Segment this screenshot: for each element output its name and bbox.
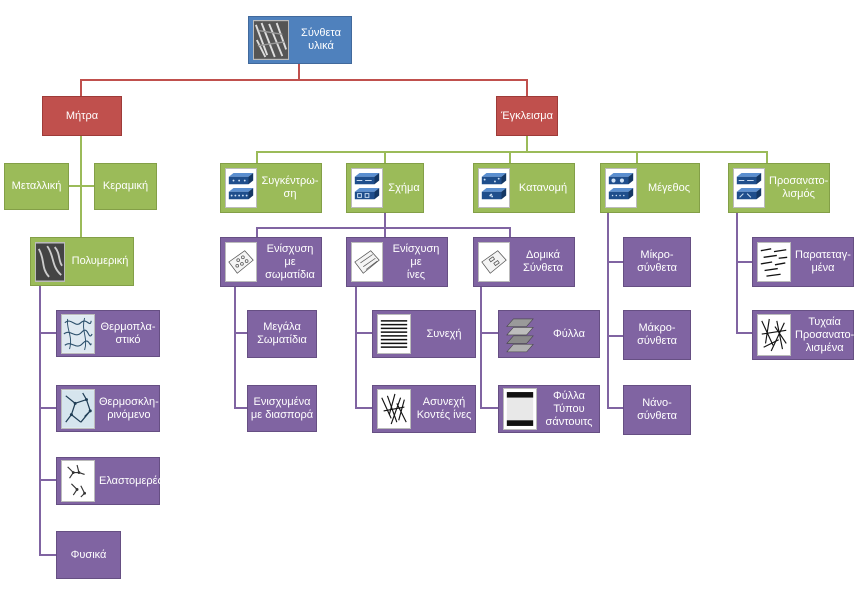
continuous-node[interactable]: Συνεχή bbox=[372, 310, 476, 358]
reinforcement-node[interactable]: Έγκλεισμα bbox=[496, 96, 558, 136]
random-label: Τυχαία Προσανατο- λισμένα bbox=[795, 315, 855, 354]
large-particles-label: Μεγάλα Σωματίδια bbox=[257, 321, 307, 346]
thermoplastic-label: Θερμοπλα- στικό bbox=[100, 320, 156, 346]
matrix-label: Μήτρα bbox=[65, 109, 99, 122]
sandwich-node[interactable]: Φύλλα Τύπου σάντουιτς bbox=[498, 385, 600, 433]
elastomeric-node[interactable]: Ελαστομερές bbox=[56, 457, 163, 505]
macro-label: Μάκρο- σύνθετα bbox=[637, 322, 677, 347]
polymer-photo-icon bbox=[35, 241, 65, 282]
distribution-layers-icon bbox=[478, 168, 510, 208]
matrix-node[interactable]: Μήτρα bbox=[42, 96, 122, 136]
laminates-node[interactable]: Φύλλα bbox=[498, 310, 600, 358]
orientation-node[interactable]: Προσανατο- λισμός bbox=[728, 163, 830, 213]
reinforcement-label: Έγκλεισμα bbox=[501, 109, 553, 122]
discontinuous-label: Ασυνεχή Κοντές ίνες bbox=[416, 396, 472, 421]
thermoplastic-chains-icon bbox=[61, 313, 95, 354]
laminate-sheets-icon bbox=[503, 314, 537, 354]
shape-layers-icon bbox=[351, 168, 383, 208]
fiber-reinforced-node[interactable]: Ενίσχυση με ίνες bbox=[346, 237, 448, 287]
shape-label: Σχήμα bbox=[388, 181, 420, 194]
aligned-label: Παρατεταγ- μένα bbox=[795, 249, 851, 274]
concentration-layers-icon bbox=[225, 168, 257, 208]
connector-root bbox=[80, 64, 528, 96]
continuous-fibers-icon bbox=[377, 314, 411, 354]
fiber-plate-icon bbox=[351, 242, 383, 282]
structural-plate-icon bbox=[478, 242, 510, 282]
aligned-fibers-icon bbox=[757, 242, 791, 282]
particle-reinforced-node[interactable]: Ενίσχυση με σωματίδια bbox=[220, 237, 322, 287]
connector-categories bbox=[69, 136, 768, 237]
aligned-node[interactable]: Παρατεταγ- μένα bbox=[752, 237, 854, 287]
metallic-label: Μεταλλική bbox=[11, 180, 62, 192]
fiber-reinforced-label: Ενίσχυση με ίνες bbox=[392, 242, 440, 281]
dispersion-strengthened-node[interactable]: Ενισχυμένα με διασπορά bbox=[247, 385, 317, 432]
polymeric-label: Πολυμερική bbox=[71, 255, 129, 267]
root-node[interactable]: Σύνθετα υλικά bbox=[248, 16, 352, 64]
concentration-label: Συγκέντρω- ση bbox=[261, 175, 319, 200]
polymeric-node[interactable]: Πολυμερική bbox=[30, 237, 134, 286]
natural-label: Φυσικά bbox=[70, 548, 107, 561]
metallic-node[interactable]: Μεταλλική bbox=[4, 163, 69, 210]
large-particles-node[interactable]: Μεγάλα Σωματίδια bbox=[247, 310, 317, 358]
size-layers-icon bbox=[605, 168, 637, 208]
elastomer-chains-icon bbox=[61, 460, 95, 502]
size-label: Μέγεθος bbox=[647, 181, 690, 194]
macro-node[interactable]: Μάκρο- σύνθετα bbox=[623, 310, 691, 360]
nano-label: Νάνο- σύνθετα bbox=[637, 397, 677, 422]
particle-reinforced-label: Ενίσχυση με σωματίδια bbox=[265, 242, 315, 281]
composite-photo-icon bbox=[253, 20, 289, 60]
shape-node[interactable]: Σχήμα bbox=[346, 163, 424, 213]
laminates-label: Φύλλα bbox=[553, 327, 585, 340]
natural-node[interactable]: Φυσικά bbox=[56, 531, 121, 579]
size-node[interactable]: Μέγεθος bbox=[600, 163, 700, 213]
ceramic-node[interactable]: Κεραμική bbox=[94, 163, 157, 210]
distribution-label: Κατανομή bbox=[518, 181, 568, 194]
discontinuous-node[interactable]: Ασυνεχή Κοντές ίνες bbox=[372, 385, 476, 433]
concentration-node[interactable]: Συγκέντρω- ση bbox=[220, 163, 322, 213]
orientation-label: Προσανατο- λισμός bbox=[769, 175, 829, 200]
particle-plate-icon bbox=[225, 242, 257, 282]
thermoset-node[interactable]: Θερμοσκλη- ρινόμενο bbox=[56, 385, 160, 432]
random-node[interactable]: Τυχαία Προσανατο- λισμένα bbox=[752, 310, 854, 360]
root-label: Σύνθετα υλικά bbox=[301, 27, 341, 52]
elastomeric-label: Ελαστομερές bbox=[99, 474, 163, 487]
random-fibers-icon bbox=[757, 314, 791, 356]
thermoset-network-icon bbox=[61, 388, 95, 429]
ceramic-label: Κεραμική bbox=[102, 180, 149, 192]
structural-node[interactable]: Δομικά Σύνθετα bbox=[473, 237, 575, 287]
sandwich-panel-icon bbox=[503, 388, 537, 430]
nano-node[interactable]: Νάνο- σύνθετα bbox=[623, 385, 691, 435]
dispersion-strengthened-label: Ενισχυμένα με διασπορά bbox=[250, 395, 314, 421]
micro-node[interactable]: Μίκρο- σύνθετα bbox=[623, 237, 691, 287]
connector-leaves bbox=[39, 213, 752, 556]
orientation-layers-icon bbox=[733, 168, 765, 208]
thermoset-label: Θερμοσκλη- ρινόμενο bbox=[99, 395, 159, 421]
sandwich-label: Φύλλα Τύπου σάντουιτς bbox=[545, 389, 593, 428]
short-fibers-icon bbox=[377, 389, 411, 429]
continuous-label: Συνεχή bbox=[426, 327, 462, 340]
distribution-node[interactable]: Κατανομή bbox=[473, 163, 575, 213]
structural-label: Δομικά Σύνθετα bbox=[523, 249, 563, 274]
micro-label: Μίκρο- σύνθετα bbox=[637, 249, 677, 274]
thermoplastic-node[interactable]: Θερμοπλα- στικό bbox=[56, 310, 160, 357]
